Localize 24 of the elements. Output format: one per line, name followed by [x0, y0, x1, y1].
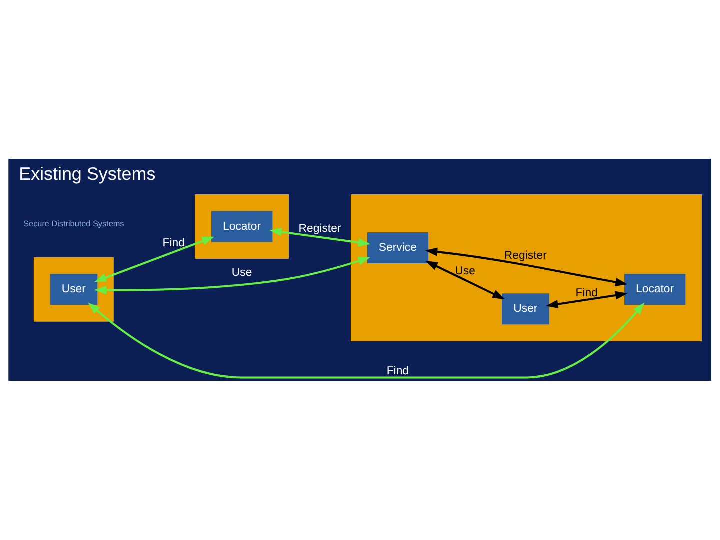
- arrow: [426, 260, 505, 300]
- node-box: User: [50, 274, 98, 306]
- node-box: User: [502, 294, 550, 325]
- cluster: [34, 257, 114, 322]
- node-box: Service: [367, 232, 429, 264]
- node-box: Locator: [211, 211, 273, 242]
- arrow: [94, 257, 371, 295]
- arrow: [270, 228, 371, 247]
- arrow: [88, 302, 645, 379]
- edge-label: Find: [576, 287, 598, 300]
- edge-label: Register: [298, 222, 342, 235]
- arrow: [94, 236, 214, 282]
- cluster: [351, 194, 702, 342]
- edge-label: Use: [455, 265, 476, 278]
- arrow: [546, 291, 628, 309]
- label: Secure Distributed Systems: [24, 219, 124, 228]
- arrow: [425, 248, 628, 286]
- edge-label: Register: [504, 250, 547, 262]
- edge-label: Find: [162, 237, 186, 250]
- edge-label: Use: [232, 266, 252, 279]
- cluster: [195, 194, 289, 259]
- edge-label: Find: [386, 366, 410, 378]
- diagram-title: Existing Systems: [19, 164, 156, 184]
- node-box: Locator: [624, 274, 686, 306]
